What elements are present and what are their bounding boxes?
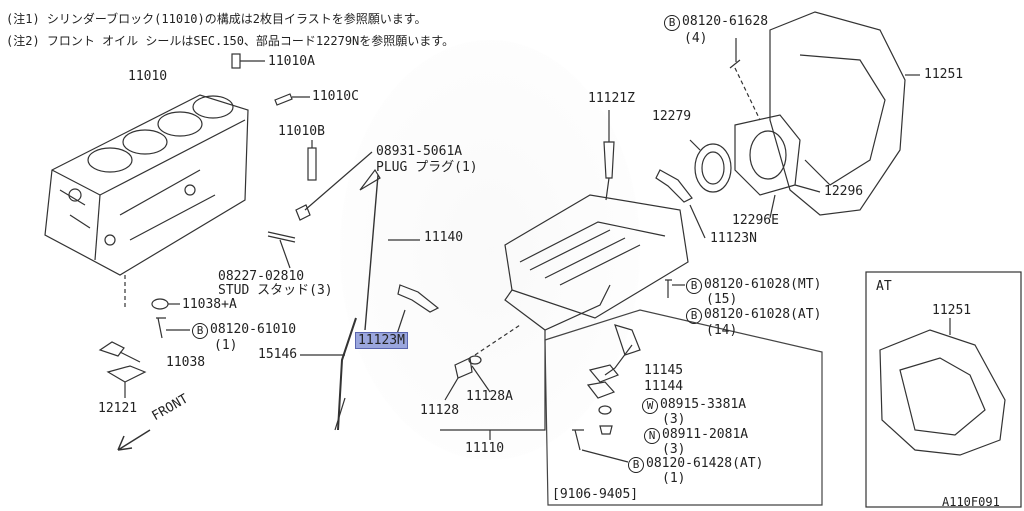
label-qty-3b: (3) [662,442,686,457]
label-12121[interactable]: 12121 [98,401,138,416]
dipstick-handle-drawing [359,168,381,191]
b-mark-icon: B [628,457,644,473]
at-label-11251[interactable]: 11251 [932,303,972,318]
label-12296E[interactable]: 12296E [732,213,779,228]
label-08931-5061A[interactable]: 08931-5061A [376,144,463,159]
b-mark-icon: B [192,323,208,339]
label-11121Z[interactable]: 11121Z [588,91,635,106]
label-11251[interactable]: 11251 [924,67,964,82]
label-12296[interactable]: 12296 [824,184,864,199]
label-11123N[interactable]: 11123N [710,231,757,246]
washer-drawing [468,355,482,365]
at-box-frame [865,271,1022,508]
label-11010[interactable]: 11010 [128,69,168,84]
label-08120-61628-text: 08120-61628 [682,14,769,29]
nut-08911-drawing [599,425,613,435]
at-box-title: AT [876,279,892,294]
label-11010C[interactable]: 11010C [312,89,359,104]
bolt-mt-drawing [665,279,672,298]
label-12279[interactable]: 12279 [652,109,692,124]
label-11145[interactable]: 11145 [644,363,684,378]
illustration-code: A110F091 [942,495,1000,509]
n-mark-icon: N [644,428,660,444]
bracket-11144-drawing [588,364,619,383]
label-08227-02810[interactable]: 08227-02810 [218,269,305,284]
part-11010C-drawing [274,93,293,106]
cylinder-block-drawing [44,94,249,276]
part-11010A-drawing [231,53,241,69]
note-2: (注2) フロント オイル シールはSEC.150、部品コード12279Nを参照… [6,34,455,48]
rear-plate-11251-drawing [769,11,906,216]
at-detail-frame [544,309,823,506]
label-15146[interactable]: 15146 [258,347,298,362]
part-12121-drawing [106,365,147,383]
label-11140[interactable]: 11140 [424,230,464,245]
label-11128A[interactable]: 11128A [466,389,513,404]
label-11123M-highlight: 11123M [355,332,408,349]
label-qty-3a: (3) [662,412,686,427]
label-11128[interactable]: 11128 [420,403,460,418]
date-range: [9106-9405] [552,487,639,502]
label-qty-1a: (1) [214,338,238,353]
label-08120-61010-text: 08120-61010 [210,322,297,337]
drain-plug-drawing [454,357,473,379]
label-08120-61028-at-text: 08120-61028(AT) [704,307,822,322]
label-11123M[interactable]: 11123M [355,332,408,349]
bolt-08120-61428-drawing [572,429,584,451]
label-11038A[interactable]: 11038+A [182,297,237,312]
bolt-08120-61628-drawing [729,38,741,69]
label-08911-text: 08911-2081A [662,427,749,442]
w-mark-icon: W [642,398,658,414]
bolt-08120-61010-drawing [156,317,166,339]
label-stud: STUD スタッド(3) [218,283,333,298]
label-08915-text: 08915-3381A [660,397,747,412]
part-11038A-drawing [151,298,169,310]
note-1: (注1) シリンダーブロック(11010)の構成は2枚目イラストを参照願います。 [6,12,427,26]
front-arrow-drawing [117,429,151,451]
watermark [340,40,640,460]
level-gauge-drawing [603,141,615,179]
oil-pan-drawing [504,194,689,340]
label-qty-14: (14) [706,323,738,338]
label-11144[interactable]: 11144 [644,379,684,394]
stud-drawing [267,231,296,243]
label-qty-4: (4) [684,31,708,46]
b-mark-icon: B [686,308,702,324]
label-qty-1b: (1) [662,471,686,486]
label-11010A[interactable]: 11010A [268,54,315,69]
seal-12279-drawing [694,143,732,193]
label-08120-61428-text: 08120-61428(AT) [646,456,764,471]
baffle-11123M-drawing [397,284,440,313]
part-11010B-drawing [307,147,317,181]
sensor-11145-drawing [614,324,641,356]
b-mark-icon: B [686,278,702,294]
label-11038[interactable]: 11038 [166,355,206,370]
baffle-11123N-drawing [655,169,693,203]
plug-drawing [295,204,311,221]
b-mark-icon: B [664,15,680,31]
label-08120-61028-mt-text: 08120-61028(MT) [704,277,822,292]
label-11010B[interactable]: 11010B [278,124,325,139]
washer-08915-drawing [598,405,612,415]
label-11110[interactable]: 11110 [465,441,505,456]
label-plug: PLUG プラグ(1) [376,160,478,175]
part-11038-drawing [98,341,125,357]
retainer-12296-drawing [734,114,801,196]
at-rear-plate-drawing [879,329,1006,456]
label-qty-15: (15) [706,292,738,307]
